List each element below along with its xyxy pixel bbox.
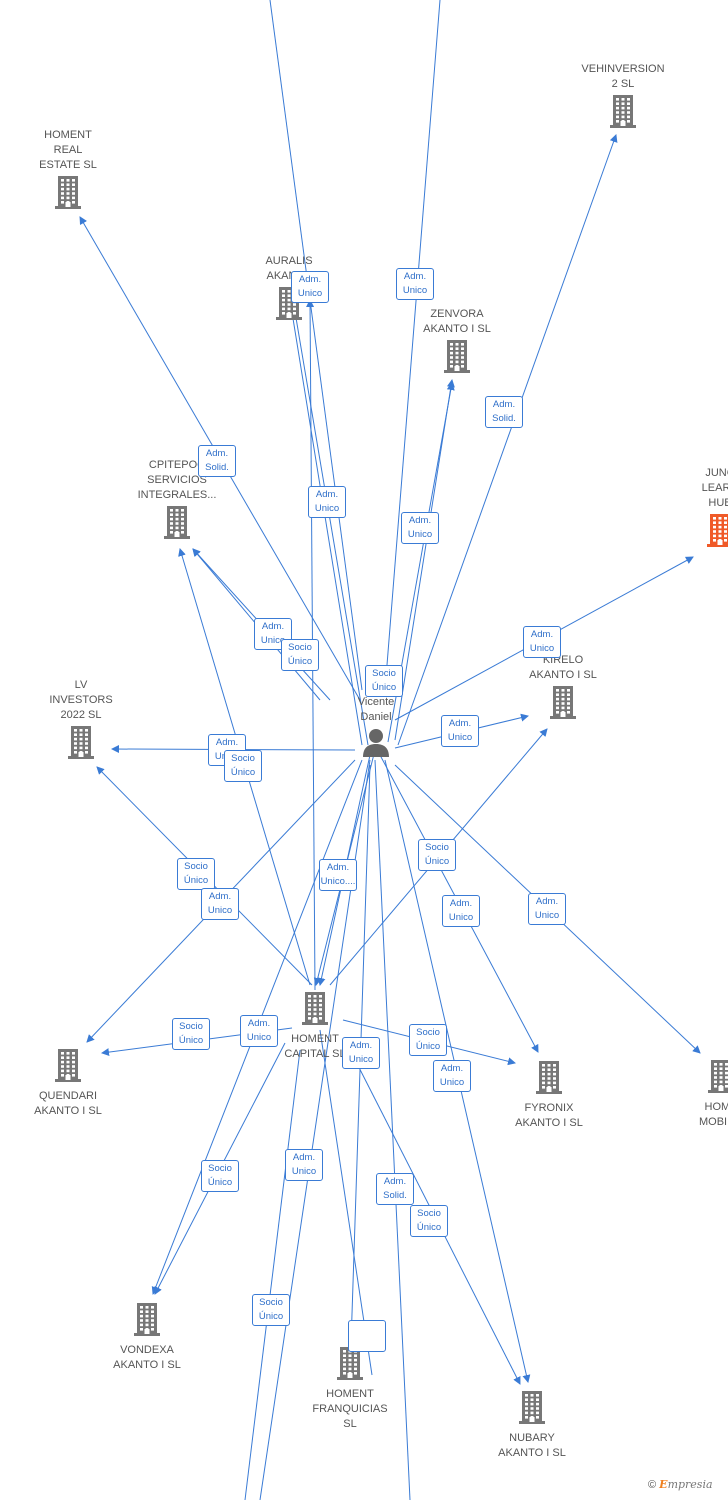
company-node-auralis[interactable]: AURALIS AKANTO [224,254,354,325]
role-badge[interactable]: Socio Único [410,1205,448,1237]
copyright: © Empresia [648,1478,713,1491]
company-label: NUBARY AKANTO I SL [498,1432,566,1459]
company-node-nubary[interactable]: NUBARY AKANTO I SL [467,1390,597,1461]
role-badge[interactable]: Adm. Unico [528,893,566,925]
company-label: HOMENT REAL ESTATE SL [39,129,97,171]
building-icon [162,505,192,544]
role-badge[interactable]: Adm. Unico [254,618,292,650]
role-badge[interactable]: Adm. Unico [433,1060,471,1092]
company-node-kirelo[interactable]: KIRELO AKANTO I SL [498,653,628,724]
role-badge[interactable]: Socio Único [177,858,215,890]
company-label: ZENVORA AKANTO I SL [423,308,491,335]
role-badge[interactable]: Adm. Unico [342,1037,380,1069]
relationship-edge [374,759,411,1500]
role-badge[interactable]: Adm. Unico [442,895,480,927]
role-badge[interactable]: Socio Único [172,1018,210,1050]
relationship-edge [244,1049,301,1500]
role-badge[interactable]: Adm. Unico [396,268,434,300]
building-icon [705,513,728,552]
company-node-homent-mobility[interactable]: HOME MOBILIT [656,1059,728,1130]
building-icon [517,1390,547,1429]
company-node-quendari[interactable]: QUENDARI AKANTO I SL [3,1048,133,1119]
relationship-edge [287,299,363,746]
role-badge[interactable]: Socio Único [418,839,456,871]
company-node-fyronix[interactable]: FYRONIX AKANTO I SL [484,1060,614,1131]
company-label: HOMENT FRANQUICIAS SL [312,1388,388,1430]
role-badge[interactable]: Adm. Unico [523,626,561,658]
relationship-edge [397,134,618,746]
role-badge[interactable]: Adm. Solid. [376,1173,414,1205]
relationship-edge [319,1029,373,1376]
building-icon [66,725,96,764]
role-badge[interactable] [348,1320,386,1352]
relationship-edge [269,0,363,691]
building-icon [53,1048,83,1087]
relationship-edge [384,0,441,691]
company-node-homent-franquicias[interactable]: HOMENT FRANQUICIAS SL [285,1346,415,1432]
role-badge[interactable]: Adm. Solid. [485,396,523,428]
role-badge[interactable]: Adm. Unico [441,715,479,747]
building-icon [706,1059,728,1098]
building-icon [442,339,472,378]
company-node-cpitepoc[interactable]: CPITEPOC SERVICIOS INTEGRALES... [112,458,242,544]
role-badge[interactable]: Socio Único [201,1160,239,1192]
company-node-junc[interactable]: JUNC LEARN HUB [655,466,728,552]
building-icon [132,1302,162,1341]
copyright-symbol: © [648,1479,657,1491]
company-node-homent-capital[interactable]: HOMENT CAPITAL SL [250,991,380,1062]
role-badge[interactable]: Adm. Unico [308,486,346,518]
company-label: KIRELO AKANTO I SL [529,654,597,681]
company-node-lv-investors[interactable]: LV INVESTORS 2022 SL [16,678,146,764]
person-icon [360,727,392,762]
building-icon [608,94,638,133]
role-badge[interactable]: Socio Único [365,665,403,697]
role-badge[interactable]: Adm. Unico.... [319,859,357,891]
role-badge[interactable]: Socio Único [224,750,262,782]
relationship-edge [394,379,455,741]
role-badge[interactable]: Socio Único [281,639,319,671]
company-label: FYRONIX AKANTO I SL [515,1102,583,1129]
brand-logo[interactable]: Empresia [659,1478,713,1491]
role-badge[interactable]: Adm. Unico [240,1015,278,1047]
role-badge[interactable]: Adm. Unico [401,512,439,544]
role-badge[interactable]: Adm. Solid. [198,445,236,477]
company-label: VONDEXA AKANTO I SL [113,1344,181,1371]
building-icon [53,175,83,214]
company-node-zenvora[interactable]: ZENVORA AKANTO I SL [392,307,522,378]
company-label: QUENDARI AKANTO I SL [34,1090,102,1117]
building-icon [300,991,330,1030]
building-icon [548,685,578,724]
relationship-edge [349,764,371,1376]
company-label: CPITEPOC SERVICIOS INTEGRALES... [137,459,217,501]
role-badge[interactable]: Adm. Unico [291,271,329,303]
company-label: VEHINVERSION 2 SL [581,63,665,90]
company-label: HOME MOBILIT [698,1101,728,1128]
relationship-edge [290,299,369,746]
role-badge[interactable]: Socio Único [409,1024,447,1056]
company-node-homent-real-estate[interactable]: HOMENT REAL ESTATE SL [3,128,133,214]
company-node-vondexa[interactable]: VONDEXA AKANTO I SL [82,1302,212,1373]
company-label: LV INVESTORS 2022 SL [49,679,113,721]
building-icon [534,1060,564,1099]
company-label: AURALIS AKANTO [265,255,313,282]
role-badge[interactable]: Adm. Unico [285,1149,323,1181]
role-badge[interactable]: Socio Único [252,1294,290,1326]
company-label: JUNC LEARN HUB [701,467,728,509]
company-node-vehinversion[interactable]: VEHINVERSION 2 SL [558,62,688,133]
role-badge[interactable]: Adm. Unico [201,888,239,920]
